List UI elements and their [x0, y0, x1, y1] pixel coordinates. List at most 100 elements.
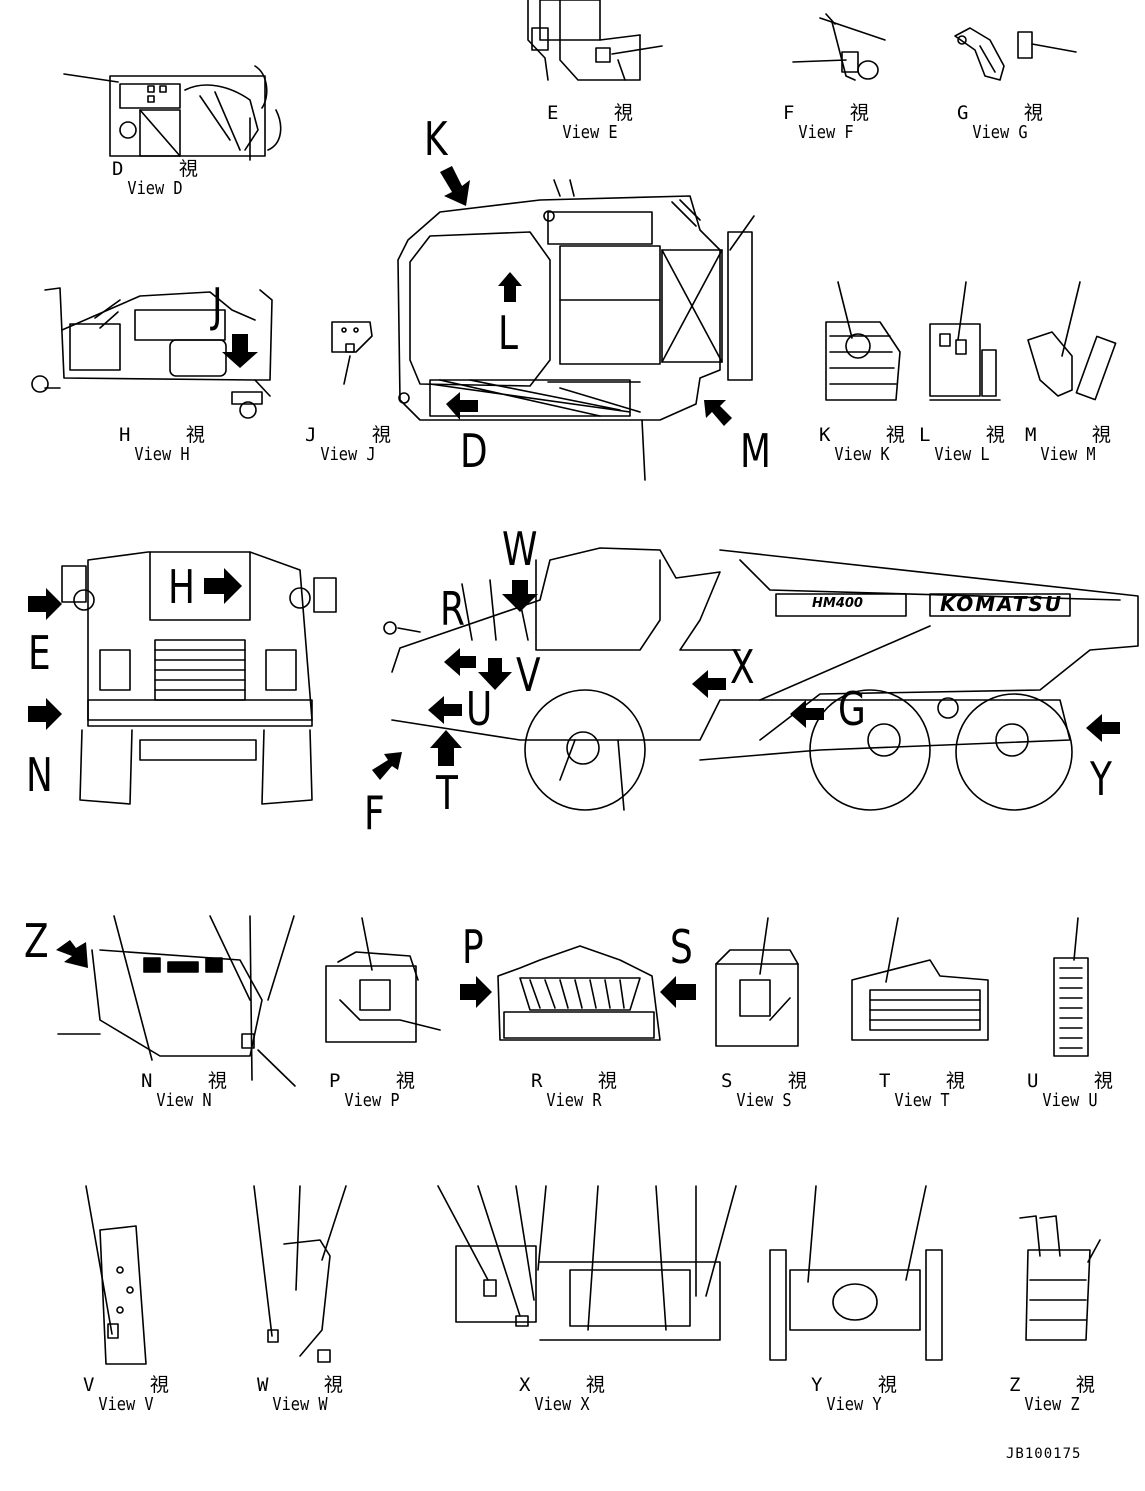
- callout-letter-v: V: [516, 648, 541, 702]
- caption-jp: M 視: [1025, 424, 1133, 446]
- view-p-drawing: [325, 917, 441, 1043]
- view-j-drawing: [331, 321, 373, 385]
- callout-letter-d: D: [460, 424, 488, 478]
- arrow-l-icon: [498, 272, 522, 302]
- caption-jp: E 視: [547, 102, 655, 124]
- caption-en: View M: [1040, 443, 1096, 465]
- top-view-drawing: [397, 179, 755, 481]
- callout-letter-j: J: [212, 278, 223, 332]
- view-y-drawing: [769, 1185, 943, 1361]
- caption-view-l: L 視 View L: [892, 425, 1032, 465]
- caption-en: View P: [344, 1089, 400, 1111]
- arrow-z-icon: [56, 940, 88, 968]
- caption-view-u: U 視 View U: [1000, 1070, 1140, 1111]
- caption-view-s: S 視 View S: [694, 1070, 834, 1111]
- caption-en: View X: [534, 1393, 590, 1415]
- caption-jp: K 視: [819, 424, 927, 446]
- caption-en: View L: [934, 443, 990, 465]
- side-view-drawing: [383, 547, 1139, 811]
- arrow-x-icon: [692, 670, 726, 698]
- callout-letter-r: R: [440, 582, 465, 636]
- callout-letter-u: U: [466, 682, 493, 736]
- caption-view-y: Y 視 View Y: [784, 1374, 924, 1415]
- caption-view-f: F 視 View F: [756, 102, 896, 143]
- caption-jp: N 視: [141, 1070, 249, 1092]
- arrow-d-icon: [446, 392, 478, 420]
- caption-jp: F 視: [783, 102, 891, 124]
- callout-letter-e: E: [28, 626, 51, 680]
- arrow-v-icon: [478, 658, 512, 690]
- caption-en: View G: [972, 121, 1028, 143]
- callout-letter-x: X: [730, 640, 755, 694]
- caption-en: View D: [127, 177, 183, 199]
- caption-jp: G 視: [957, 102, 1065, 124]
- caption-en: View W: [272, 1393, 328, 1415]
- view-s-drawing: [715, 917, 799, 1047]
- caption-jp: R 視: [531, 1070, 639, 1092]
- arrow-p-icon: [460, 976, 492, 1008]
- callout-letter-g: G: [838, 682, 866, 736]
- view-k-drawing: [825, 281, 901, 401]
- caption-view-z: Z 視 View Z: [982, 1374, 1122, 1415]
- caption-jp: H 視: [119, 424, 227, 446]
- arrow-h-icon: [204, 568, 242, 604]
- callout-letter-y: Y: [1090, 752, 1112, 806]
- caption-en: View T: [894, 1089, 950, 1111]
- caption-view-w: W 視 View W: [230, 1374, 370, 1415]
- callout-letter-w: W: [502, 522, 538, 576]
- arrow-f-icon: [372, 752, 402, 780]
- view-v-drawing: [85, 1185, 147, 1365]
- caption-jp: Z 視: [1009, 1374, 1117, 1396]
- caption-en: View N: [156, 1089, 212, 1111]
- caption-jp: P 視: [329, 1070, 437, 1092]
- caption-jp: J 視: [305, 424, 413, 446]
- arrow-s-icon: [660, 976, 696, 1008]
- view-w-drawing: [253, 1185, 347, 1363]
- callout-letter-n: N: [26, 748, 53, 802]
- arrow-w-icon: [502, 580, 538, 612]
- callout-letter-k: K: [424, 112, 448, 166]
- view-l-drawing: [929, 281, 1001, 401]
- caption-jp: W 視: [257, 1374, 365, 1396]
- view-z-drawing: [1019, 1215, 1101, 1341]
- arrow-t-icon: [430, 730, 462, 766]
- caption-view-e: E 視 View E: [520, 102, 660, 143]
- caption-view-r: R 視 View R: [504, 1070, 644, 1111]
- arrow-u-icon: [428, 696, 462, 724]
- callout-arrows: [28, 166, 1120, 1008]
- brand-logo: KOMATSU: [940, 592, 1063, 616]
- caption-jp: D 視: [112, 158, 220, 180]
- caption-en: View K: [834, 443, 890, 465]
- caption-view-n: N 視 View N: [114, 1070, 254, 1111]
- view-d-drawing: [63, 65, 282, 161]
- callout-letter-p: P: [462, 920, 484, 974]
- callout-letter-m: M: [740, 424, 771, 478]
- caption-jp: U 視: [1027, 1070, 1135, 1092]
- view-r-drawing: [497, 945, 661, 1041]
- caption-jp: S 視: [721, 1070, 829, 1092]
- view-g-drawing: [954, 27, 1077, 81]
- caption-view-g: G 視 View G: [930, 102, 1070, 143]
- callout-letter-s: S: [670, 920, 693, 974]
- caption-view-x: X 視 View X: [492, 1374, 632, 1415]
- caption-jp: Y 視: [811, 1374, 919, 1396]
- document-id: JB100175: [1006, 1446, 1082, 1462]
- caption-jp: X 視: [519, 1374, 627, 1396]
- caption-en: View E: [562, 121, 618, 143]
- arrow-y-icon: [1086, 714, 1120, 742]
- caption-en: View F: [798, 121, 854, 143]
- caption-view-m: M 視 View M: [998, 424, 1138, 465]
- arrow-j-icon: [222, 334, 258, 368]
- caption-view-h: H 視 View H: [92, 424, 232, 465]
- caption-view-p: P 視 View P: [302, 1070, 442, 1111]
- view-e-drawing: [527, 0, 663, 81]
- caption-en: View J: [320, 443, 376, 465]
- caption-en: View S: [736, 1089, 792, 1111]
- callout-letter-f: F: [364, 786, 385, 840]
- callout-letter-t: T: [436, 766, 458, 820]
- callout-letter-z: Z: [24, 914, 49, 968]
- caption-view-d: D 視 View D: [85, 158, 225, 199]
- caption-en: View Y: [826, 1393, 882, 1415]
